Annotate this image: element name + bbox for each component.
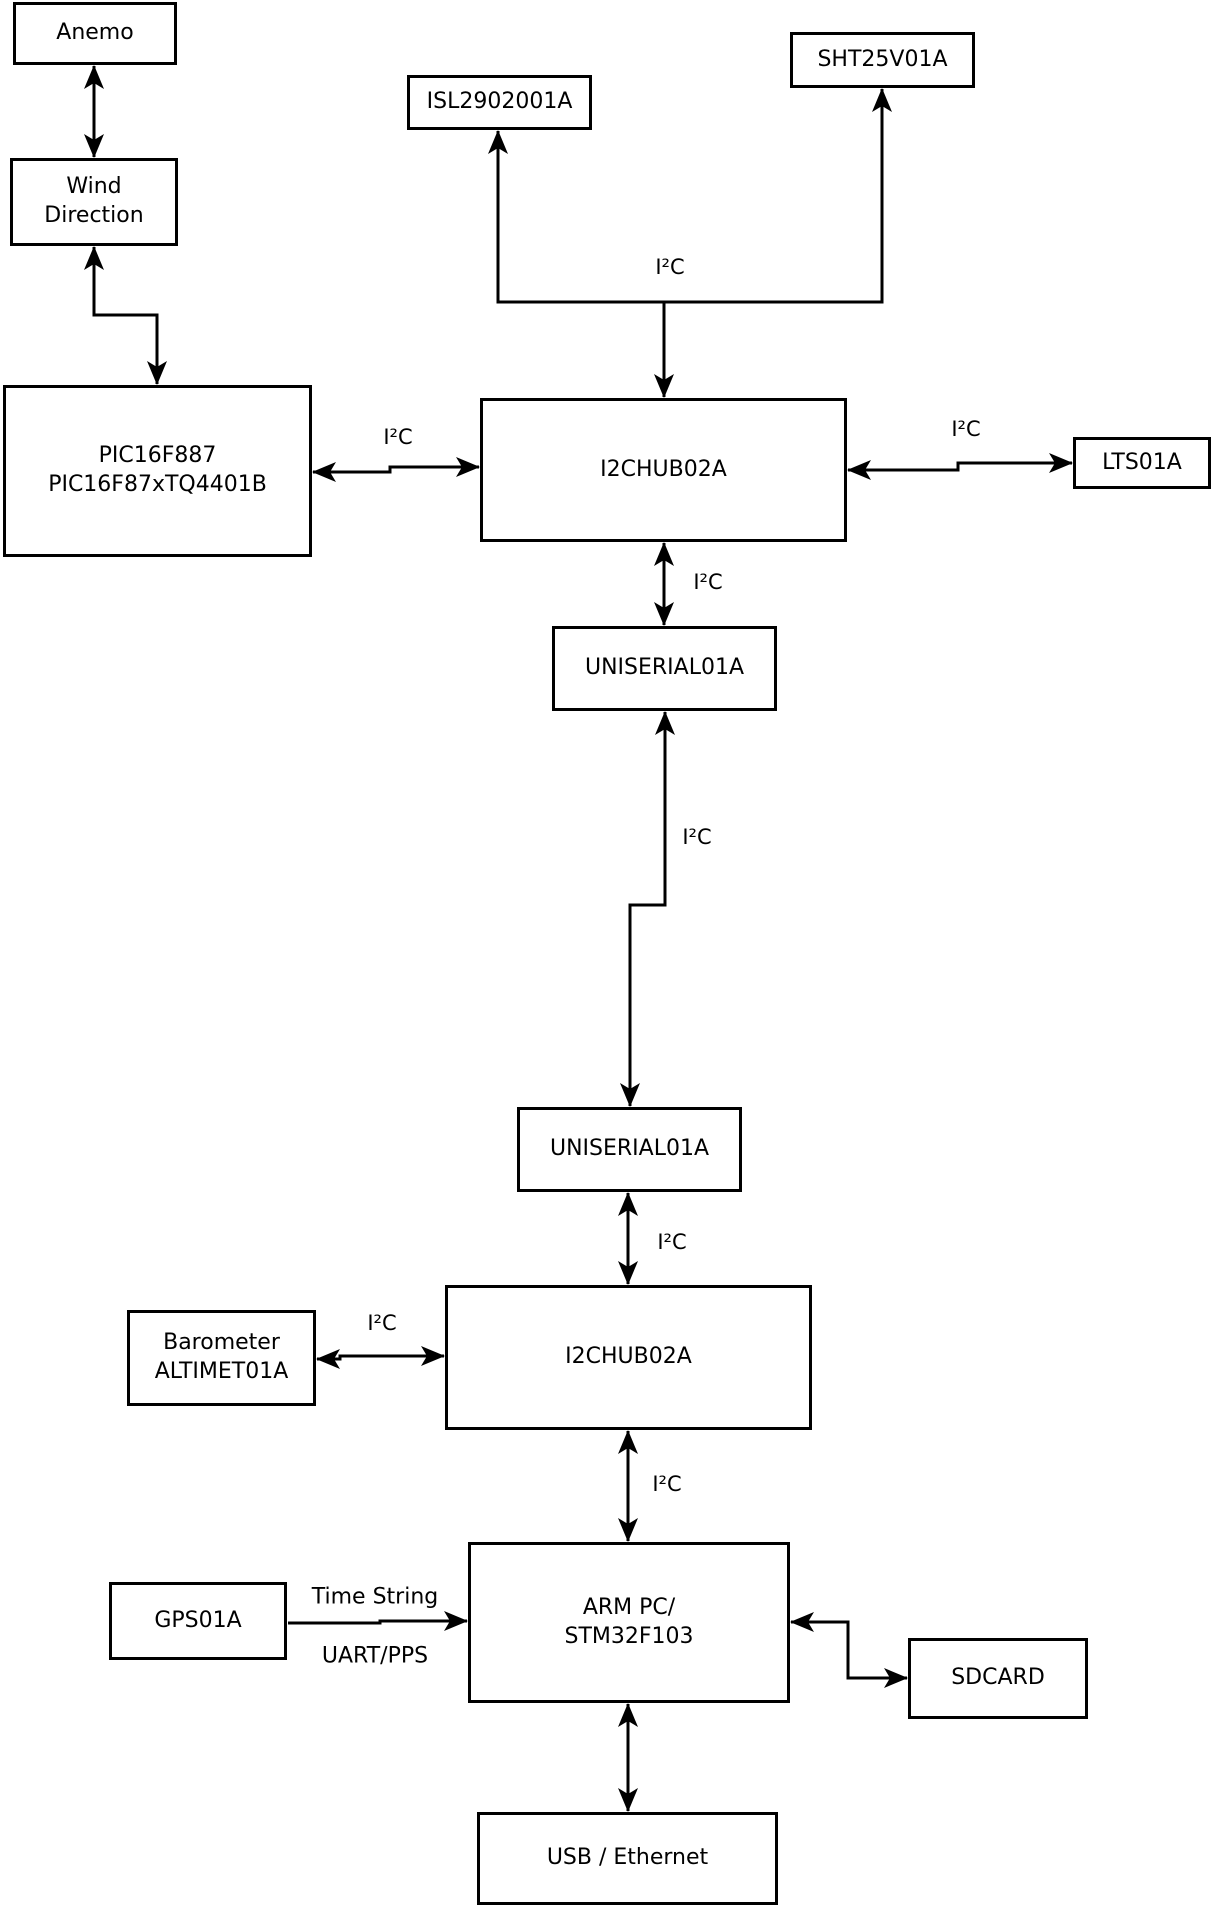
box-i2chub-top-label: I2CHUB02A — [600, 456, 727, 482]
box-anemo-label: Anemo — [56, 20, 134, 46]
label-i2c-uniserial-hub2: I²C — [657, 1230, 687, 1254]
box-gps-label: GPS01A — [154, 1607, 242, 1633]
box-sht: SHT25V01A — [790, 32, 975, 88]
box-uniserial-top-label: UNISERIAL01A — [584, 655, 745, 681]
label-i2c-pic-hub: I²C — [383, 425, 413, 449]
box-usb: USB / Ethernet — [477, 1812, 778, 1905]
edge-winddirection-pic — [84, 246, 167, 385]
label-i2c-uniserial-link: I²C — [682, 825, 712, 849]
label-i2c-hub-uniserial: I²C — [693, 570, 723, 594]
box-usb-label: USB / Ethernet — [546, 1845, 709, 1871]
box-armpc: ARM PC/ STM32F103 — [468, 1542, 790, 1703]
edge-i2chub-top-lts — [847, 453, 1073, 480]
box-i2chub-bottom-label: I2CHUB02A — [565, 1344, 692, 1370]
box-sht-label: SHT25V01A — [817, 46, 948, 72]
edge-gps-armpc — [288, 1611, 468, 1631]
edge-barometer-i2chub-bottom — [316, 1346, 445, 1369]
box-lts: LTS01A — [1073, 437, 1211, 489]
box-isl-label: ISL2902001A — [426, 89, 573, 115]
box-wind-direction-line1: Wind — [66, 174, 122, 200]
box-uniserial-bottom: UNISERIAL01A — [517, 1107, 742, 1192]
edge-pic-i2chub-top — [312, 457, 480, 482]
box-armpc-line1: ARM PC/ — [582, 1594, 676, 1620]
box-uniserial-bottom-label: UNISERIAL01A — [549, 1136, 710, 1162]
box-sdcard: SDCARD — [908, 1638, 1088, 1719]
box-wind-direction: Wind Direction — [10, 158, 178, 246]
box-armpc-line2: STM32F103 — [564, 1623, 694, 1649]
box-pic: PIC16F887 PIC16F87xTQ4401B — [3, 385, 312, 557]
edge-armpc-sdcard — [790, 1612, 908, 1688]
box-barometer-line2: ALTIMET01A — [154, 1359, 289, 1384]
box-uniserial-top: UNISERIAL01A — [552, 626, 777, 711]
box-barometer-line1: Barometer — [163, 1330, 280, 1356]
label-i2c-hub-lts: I²C — [951, 417, 981, 441]
label-uart-pps: UART/PPS — [321, 1643, 429, 1669]
box-anemo: Anemo — [13, 2, 177, 65]
box-wind-direction-line2: Direction — [44, 203, 144, 228]
label-i2c-hub2-armpc: I²C — [652, 1472, 682, 1496]
box-lts-label: LTS01A — [1102, 449, 1182, 475]
edge-uniserial-top-uniserial-bottom — [620, 711, 675, 1107]
box-i2chub-top: I2CHUB02A — [480, 398, 847, 542]
box-gps: GPS01A — [109, 1582, 287, 1660]
label-i2c-barometer-hub2: I²C — [367, 1311, 397, 1335]
edge-isl-sht-rail — [488, 88, 892, 304]
label-i2c-bus-top: I²C — [655, 255, 685, 279]
box-sdcard-label: SDCARD — [951, 1665, 1045, 1691]
box-barometer: Barometer ALTIMET01A — [127, 1310, 316, 1406]
box-pic-line2: PIC16F87xTQ4401B — [48, 472, 267, 497]
box-pic-line1: PIC16F887 — [98, 443, 217, 469]
label-time-string: Time String — [311, 1584, 439, 1610]
box-i2chub-bottom: I2CHUB02A — [445, 1285, 812, 1430]
box-isl: ISL2902001A — [407, 75, 592, 130]
